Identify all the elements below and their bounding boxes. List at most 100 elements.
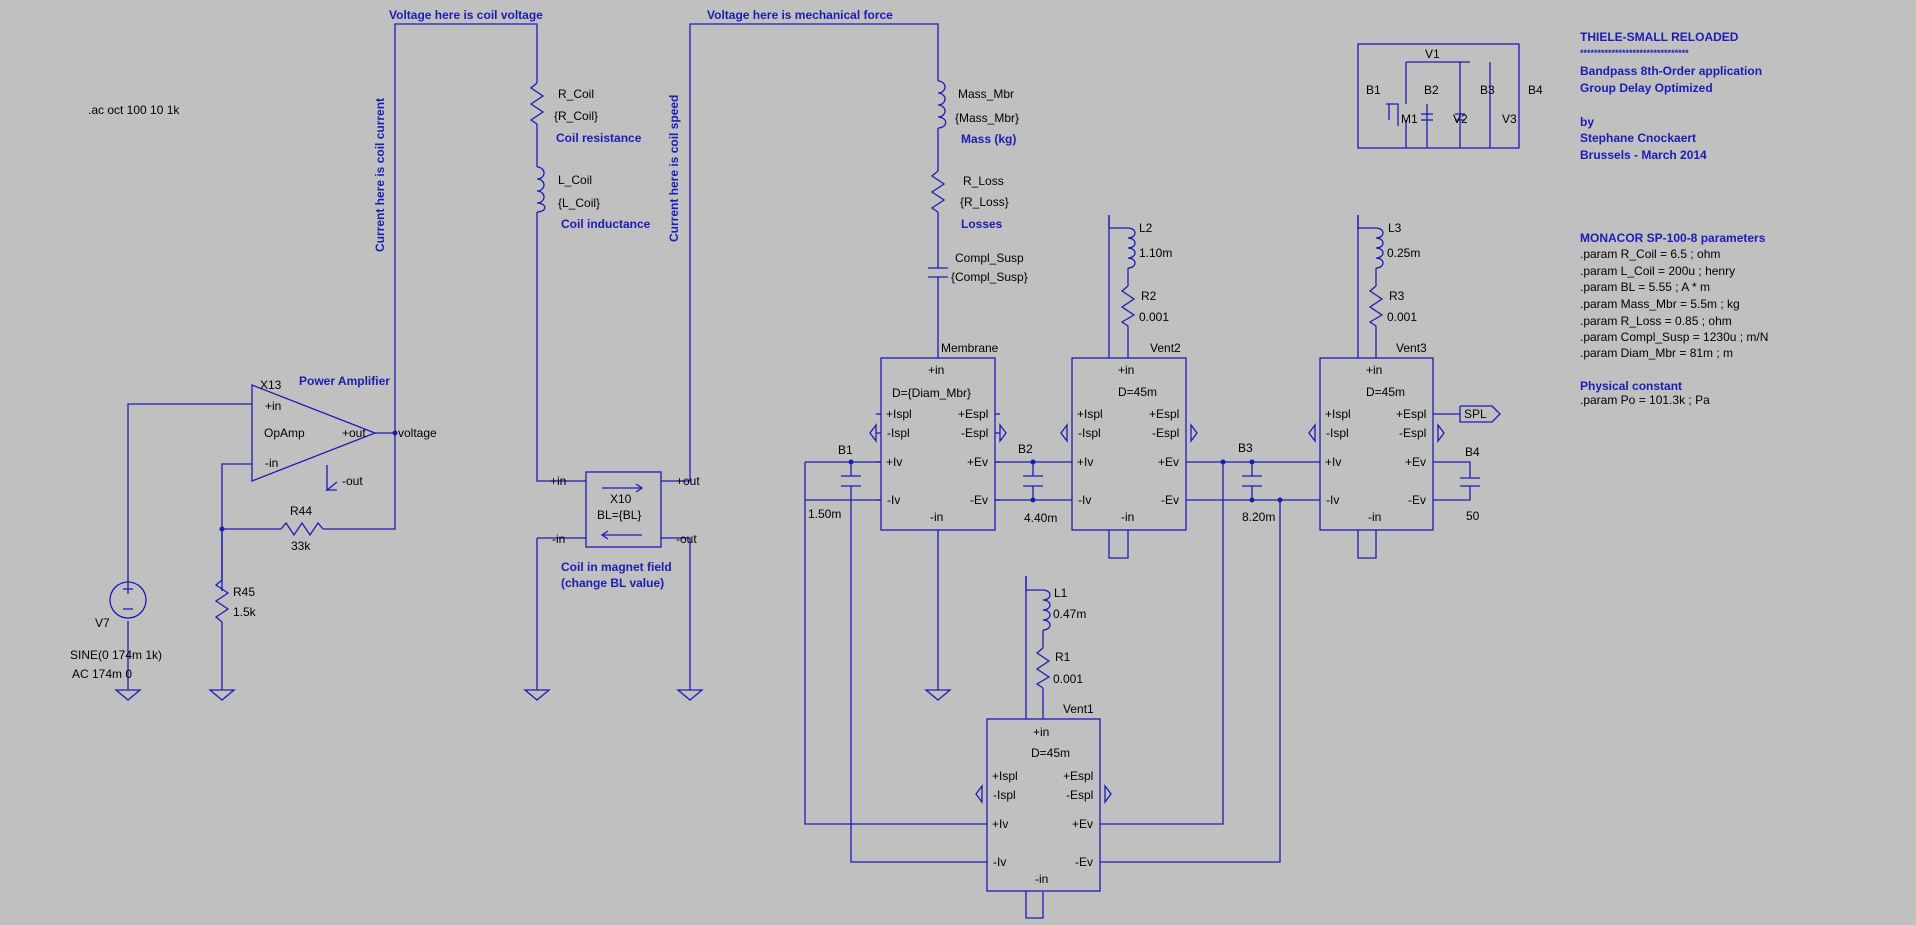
legend-b1: B1 xyxy=(1366,83,1381,97)
x10-value: BL={BL} xyxy=(597,508,641,522)
b3-capacitor[interactable] xyxy=(1242,475,1262,487)
pin-label: -Ispl xyxy=(1078,426,1101,440)
b3-label: B3 xyxy=(1238,441,1253,455)
r2-value: 0.001 xyxy=(1139,310,1169,324)
mass-mbr-value: {Mass_Mbr} xyxy=(955,111,1019,125)
vent2-name: Vent2 xyxy=(1150,341,1181,355)
r1-label: R1 xyxy=(1055,650,1071,664)
r-loss-resistor[interactable] xyxy=(930,170,946,213)
r3-value: 0.001 xyxy=(1387,310,1417,324)
vent2-block[interactable] xyxy=(1060,357,1198,531)
v7-voltage-source[interactable] xyxy=(109,581,147,619)
b1-label: B1 xyxy=(838,443,853,457)
mass-mbr-inductor[interactable] xyxy=(937,80,947,129)
r45-label: R45 xyxy=(233,585,255,599)
membrane-name: Membrane xyxy=(941,341,999,355)
x13-pin-in-n: -in xyxy=(265,456,278,470)
legend-box xyxy=(1357,43,1520,149)
x13-pin-out-p: +out xyxy=(342,426,366,440)
legend-v2: V2 xyxy=(1453,112,1468,126)
b2-label: B2 xyxy=(1018,442,1033,456)
param-line: .param BL = 5.55 ; A * m xyxy=(1580,280,1710,294)
pin-label: -in xyxy=(1035,872,1048,886)
r44-label: R44 xyxy=(290,504,312,518)
r-loss-label: R_Loss xyxy=(963,174,1004,188)
pin-label: +Iv xyxy=(992,817,1008,831)
vent3-block[interactable] xyxy=(1308,357,1445,531)
const-line: .param Po = 101.3k ; Pa xyxy=(1580,393,1710,407)
coil-speed-annotation: Current here is coil speed xyxy=(667,95,681,242)
vent3-pins: +in +Ispl -Ispl +Espl -Espl +Iv -Iv +Ev … xyxy=(1325,363,1426,524)
pin-label: +Espl xyxy=(1149,407,1179,421)
mech-force-annotation: Voltage here is mechanical force xyxy=(707,8,893,22)
r-coil-value: {R_Coil} xyxy=(554,109,598,123)
vent2-param: D=45m xyxy=(1118,385,1157,399)
coil-voltage-annotation: Voltage here is coil voltage xyxy=(389,8,543,22)
pin-label: -in xyxy=(930,510,943,524)
net-voltage-label: voltage xyxy=(398,426,437,440)
param-line: .param R_Coil = 6.5 ; ohm xyxy=(1580,247,1720,261)
v7-value1: SINE(0 174m 1k) xyxy=(70,648,162,662)
spice-directive: .ac oct 100 10 1k xyxy=(88,103,180,117)
l3-inductor[interactable] xyxy=(1375,227,1384,269)
v7-label: V7 xyxy=(95,616,110,630)
r-coil-resistor[interactable] xyxy=(529,82,545,125)
pin-label: +Iv xyxy=(886,455,902,469)
pin-label: -Iv xyxy=(993,855,1006,869)
x13-label: X13 xyxy=(260,378,282,392)
x10-bl-transducer[interactable] xyxy=(585,471,662,548)
info-subtitle1: Bandpass 8th-Order application xyxy=(1580,64,1762,78)
pin-label: +Ispl xyxy=(1077,407,1103,421)
pin-label: +Espl xyxy=(1396,407,1426,421)
r44-resistor[interactable] xyxy=(280,521,324,537)
membrane-pins: +in +Ispl -Ispl +Espl -Espl +Iv -Iv +Ev … xyxy=(886,363,988,524)
x13-opamp[interactable] xyxy=(251,384,377,482)
membrane-block[interactable] xyxy=(869,357,1007,531)
r2-resistor[interactable] xyxy=(1120,285,1136,327)
pin-label: +Espl xyxy=(958,407,988,421)
l-coil-inductor[interactable] xyxy=(536,166,546,213)
b4-capacitor[interactable] xyxy=(1460,477,1480,487)
pin-label: +Iv xyxy=(1325,455,1341,469)
l-coil-value: {L_Coil} xyxy=(558,196,600,210)
l1-inductor[interactable] xyxy=(1042,589,1051,631)
vent3-param: D=45m xyxy=(1366,385,1405,399)
legend-v3: V3 xyxy=(1502,112,1517,126)
b1-capacitor[interactable] xyxy=(841,475,861,487)
compl-susp-capacitor[interactable] xyxy=(928,262,948,285)
x10-pin-out-p: +out xyxy=(676,474,700,488)
l2-label: L2 xyxy=(1139,221,1153,235)
pin-label: -Iv xyxy=(1326,493,1339,507)
r1-resistor[interactable] xyxy=(1035,647,1051,689)
x10-pin-in-n: -in xyxy=(552,532,565,546)
b4-value: 50 xyxy=(1466,509,1480,523)
spl-net-label: SPL xyxy=(1464,407,1487,421)
r1-value: 0.001 xyxy=(1053,672,1083,686)
l2-value: 1.10m xyxy=(1139,246,1172,260)
r3-resistor[interactable] xyxy=(1368,285,1384,327)
l1-value: 0.47m xyxy=(1053,607,1086,621)
b3-value: 8.20m xyxy=(1242,510,1275,524)
param-line: .param Mass_Mbr = 5.5m ; kg xyxy=(1580,297,1740,311)
pin-label: +Ispl xyxy=(886,407,912,421)
pin-label: +Iv xyxy=(1077,455,1093,469)
coil-current-annotation: Current here is coil current xyxy=(373,98,387,252)
pin-label: -Iv xyxy=(887,493,900,507)
legend-m1: M1 xyxy=(1401,112,1418,126)
pin-label: +in xyxy=(1033,725,1049,739)
vent1-block[interactable] xyxy=(975,718,1112,892)
info-author: Stephane Cnockaert xyxy=(1580,131,1696,145)
coil-resistance-annotation: Coil resistance xyxy=(556,131,642,145)
l2-inductor[interactable] xyxy=(1127,227,1136,269)
r45-resistor[interactable] xyxy=(214,579,230,623)
param-line: .param Compl_Susp = 1230u ; m/N xyxy=(1580,330,1768,344)
ground-symbols xyxy=(114,689,952,701)
const-title: Physical constant xyxy=(1580,379,1682,393)
coil-inductance-annotation: Coil inductance xyxy=(561,217,651,231)
b2-capacitor[interactable] xyxy=(1023,475,1043,487)
pin-label: +Ev xyxy=(967,455,988,469)
pin-label: -Ev xyxy=(1161,493,1179,507)
r-loss-value: {R_Loss} xyxy=(960,195,1009,209)
legend-b4: B4 xyxy=(1528,83,1543,97)
